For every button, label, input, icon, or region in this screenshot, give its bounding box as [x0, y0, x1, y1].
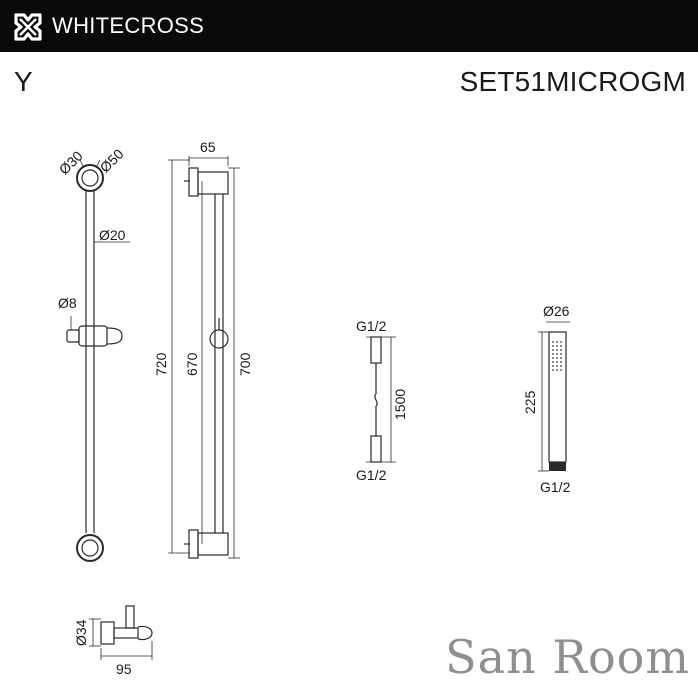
hose-break — [374, 393, 378, 407]
model-number: SET51MICROGM — [459, 66, 686, 97]
slider-holder — [106, 327, 123, 345]
top-ring-inner — [81, 169, 99, 187]
bottom-bracket-base — [188, 529, 199, 559]
slider-knob — [66, 329, 80, 343]
handshower-drawing — [538, 321, 570, 472]
rail-dia-dim: Ø20 — [99, 227, 126, 243]
hose-bottom-thread: G1/2 — [356, 467, 387, 483]
height-inner-dim: 670 — [184, 352, 200, 376]
bottom-ring-inner — [81, 539, 99, 557]
handshower-dia-dim: Ø26 — [543, 303, 570, 319]
height-total-dim: 720 — [153, 352, 169, 376]
ring-inner-dim: Ø30 — [56, 148, 86, 178]
bottom-ring-outer — [76, 534, 104, 562]
top-bracket-base — [188, 167, 199, 197]
hose-bottom-nut — [370, 435, 382, 463]
handshower-thread-dim: G1/2 — [540, 479, 571, 495]
height-outer-dim: 700 — [237, 352, 253, 376]
bracket-arm — [113, 627, 139, 639]
bracket-plan-view — [89, 605, 153, 660]
hose-top-thread: G1/2 — [356, 318, 387, 334]
hose-length-dim: 1500 — [392, 389, 408, 420]
slider-dia-dim: Ø8 — [58, 295, 77, 311]
handshower-body — [548, 331, 567, 463]
handshower-thread — [549, 462, 566, 471]
bracket-dia-dim: Ø34 — [73, 619, 89, 646]
top-ring-outer — [76, 164, 104, 192]
bracket-clip — [137, 625, 153, 641]
header-bar: WHITECROSS — [0, 0, 698, 52]
variant-label: Y — [14, 66, 33, 97]
top-bracket-arm — [197, 171, 229, 195]
ring-inner-leader — [79, 159, 85, 169]
handshower-nozzles — [552, 341, 562, 371]
side-slider — [209, 329, 229, 349]
ring-outer-leader — [95, 159, 101, 169]
rail-side-view — [168, 156, 240, 559]
brand-name: WHITECROSS — [52, 13, 205, 38]
bottom-bracket-arm — [197, 532, 229, 556]
watermark: San Room — [445, 630, 690, 684]
hose-top-nut — [370, 336, 382, 364]
width-dim: 65 — [200, 139, 216, 155]
bracket-post — [125, 605, 135, 629]
bracket-width-dim: 95 — [116, 661, 132, 677]
rail-front-view — [66, 159, 130, 562]
slider-body — [78, 325, 108, 347]
handshower-length-dim: 225 — [522, 390, 538, 414]
bracket-base — [100, 621, 115, 645]
whitecross-x-logo-icon — [14, 13, 42, 41]
hose-drawing — [366, 336, 396, 463]
